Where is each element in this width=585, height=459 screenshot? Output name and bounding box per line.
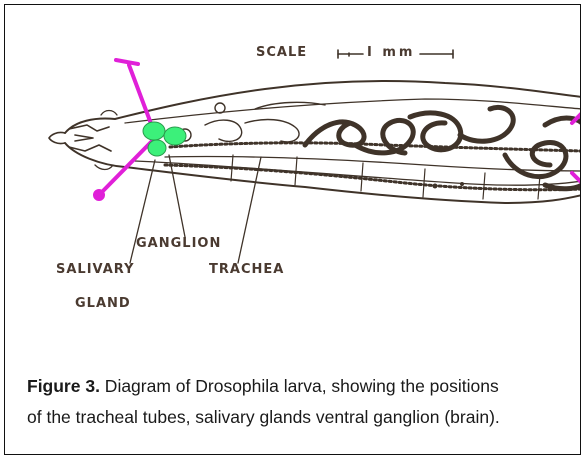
caption-line-1: Diagram of Drosophila larva, showing the… <box>100 376 499 396</box>
label-salivary: SALIVARY <box>56 262 135 277</box>
ganglion-highlight <box>143 122 186 156</box>
label-trachea: TRACHEA <box>209 262 284 277</box>
scale-label: SCALE <box>256 45 307 60</box>
label-gland: GLAND <box>75 296 131 311</box>
caption-line-2: of the tracheal tubes, salivary glands v… <box>27 407 500 427</box>
figure-caption: Figure 3. Diagram of Drosophila larva, s… <box>27 371 572 433</box>
label-ganglion: GANGLION <box>136 236 221 251</box>
tracheal-tube-upper <box>170 143 581 151</box>
scale-bar-text: I mm <box>367 45 415 60</box>
larva-head <box>49 125 111 151</box>
caption-figure-number: Figure 3. <box>27 376 100 396</box>
figure-frame: SCALE I mm GANGLION SALIVARY GLAND TRACH… <box>4 4 581 455</box>
